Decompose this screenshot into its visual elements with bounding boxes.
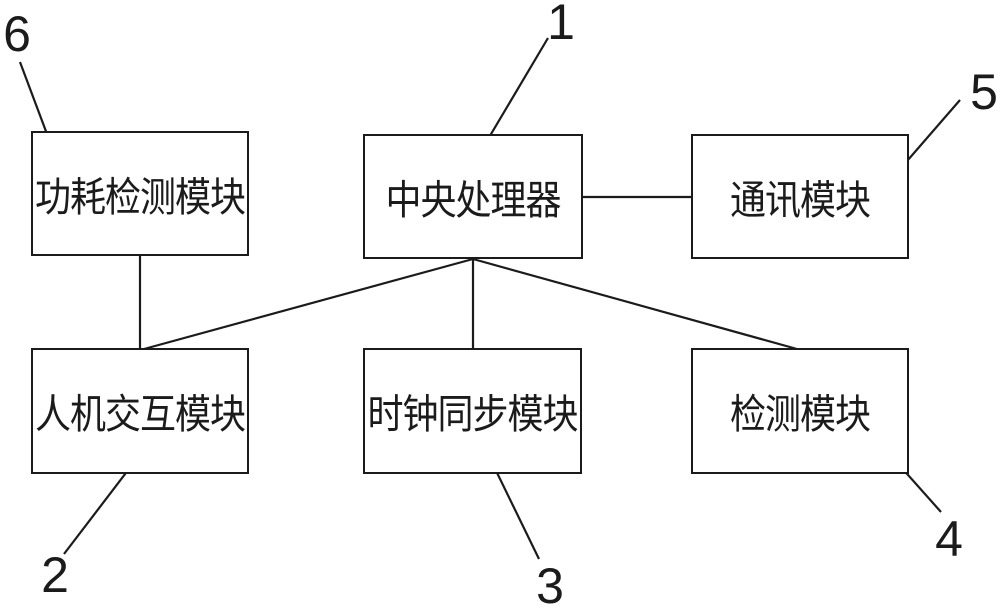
connector-cpu-hmi xyxy=(143,257,474,351)
ref-number-6: 6 xyxy=(3,6,31,62)
ref-number-1: 1 xyxy=(547,0,575,50)
node-communication-label: 通讯模块 xyxy=(729,176,871,223)
node-hmi-label: 人机交互模块 xyxy=(34,390,246,437)
node-communication: 通讯模块 xyxy=(691,134,909,259)
ref-number-3: 3 xyxy=(536,558,564,608)
node-hmi: 人机交互模块 xyxy=(31,348,249,474)
node-cpu-label: 中央处理器 xyxy=(385,176,561,223)
node-cpu: 中央处理器 xyxy=(363,134,583,259)
node-power-detection: 功耗检测模块 xyxy=(31,131,249,256)
connector-cpu-detect xyxy=(472,257,798,351)
ref-number-2: 2 xyxy=(41,547,69,603)
node-detection: 检测模块 xyxy=(691,348,909,474)
ref-number-5: 5 xyxy=(970,64,998,120)
node-clock-sync: 时钟同步模块 xyxy=(363,348,582,474)
ref-number-4: 4 xyxy=(935,511,963,567)
node-power-detection-label: 功耗检测模块 xyxy=(34,173,246,220)
node-detection-label: 检测模块 xyxy=(729,390,871,437)
node-clock-sync-label: 时钟同步模块 xyxy=(367,390,578,437)
